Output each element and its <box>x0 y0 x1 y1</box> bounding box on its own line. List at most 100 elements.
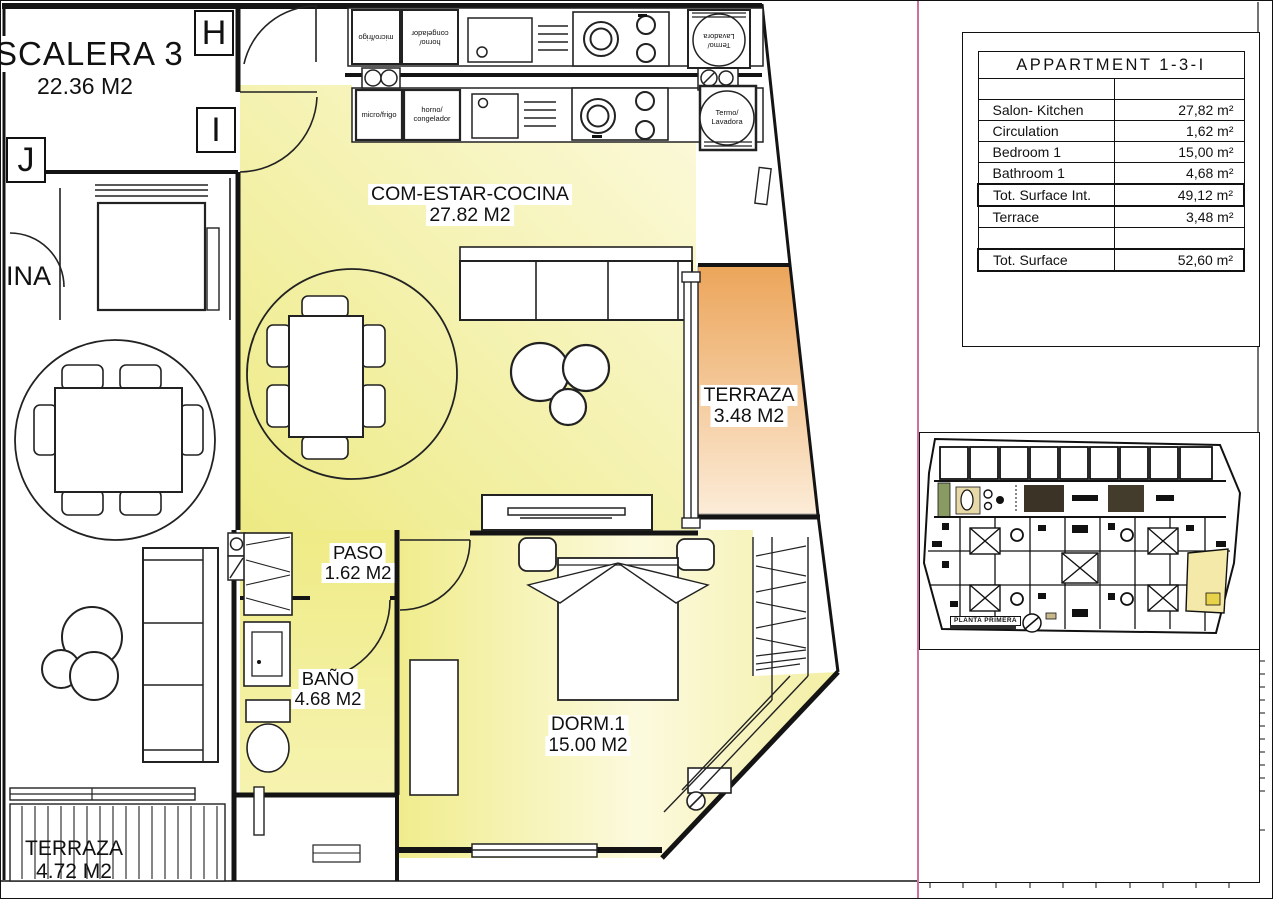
table-row: Bedroom 1 15,00 m² <box>977 141 1245 163</box>
burner <box>583 21 619 57</box>
row-label: Terrace <box>977 205 1115 228</box>
junction-slash <box>688 793 704 809</box>
apartment-title: APPARTMENT 1-3-I <box>977 51 1245 79</box>
nightstand <box>676 538 715 571</box>
shaft-circle <box>229 537 244 551</box>
table-row: Salon- Kitchen 27,82 m² <box>977 99 1245 121</box>
dining-rug <box>246 268 458 480</box>
vent-circle <box>364 69 382 87</box>
neighbor-room-fragment: INA <box>6 261 52 291</box>
row-label: Bedroom 1 <box>977 141 1115 163</box>
row-value: 27,82 m² <box>1114 99 1245 121</box>
keyplan-box: PLANTA PRIMERA <box>919 432 1260 651</box>
dining-chair <box>266 384 292 428</box>
neighbor-chair <box>33 404 58 456</box>
paso-closet <box>243 532 293 616</box>
keyplan-subcaption-bar <box>950 625 1016 629</box>
elevator-car <box>96 201 207 312</box>
cooktop-mark <box>592 135 602 138</box>
fridge-box <box>354 88 404 142</box>
wall-diagonal-right <box>760 3 840 673</box>
vanity-basin <box>251 631 283 677</box>
lower-terrace-label: TERRAZA 4.72 M2 <box>24 837 124 883</box>
termo-rail <box>704 141 752 147</box>
pink-marker-line <box>917 0 919 899</box>
window-cap <box>681 271 701 283</box>
burner <box>589 27 613 51</box>
sofa-seat <box>459 260 693 321</box>
sofa-dividers <box>535 261 679 320</box>
burner <box>635 120 655 140</box>
deck-planks <box>21 806 218 879</box>
oven-box-neighbor <box>401 9 459 65</box>
table-row-total: Tot. Surface 52,60 m² <box>977 248 1245 272</box>
elevator-shaft <box>59 178 231 320</box>
sink-drain <box>477 97 489 109</box>
row-value: 3,48 m² <box>1114 205 1245 228</box>
coffee-table <box>561 343 611 393</box>
neighbor-sofa-lines <box>143 548 204 762</box>
meter-slash <box>702 71 716 85</box>
meter-circle <box>718 70 734 86</box>
oven-label: horno/congelador <box>413 105 451 123</box>
termo-rail <box>692 12 746 18</box>
row-label: Salon- Kitchen <box>977 99 1115 121</box>
elevator-slim <box>206 227 220 311</box>
oven-box <box>402 88 462 142</box>
hatch-zigzag <box>755 545 807 671</box>
termo-drum-neighbor <box>692 13 746 67</box>
row-value: 52,60 m² <box>1114 248 1245 272</box>
neighbor-dining-rug <box>14 339 216 541</box>
fridge-box-neighbor <box>351 9 401 65</box>
keyplan-drawing <box>922 437 1242 635</box>
scalera-area-label: 22.36 M2 <box>34 74 136 99</box>
deck-area <box>9 803 226 882</box>
row-value: 49,12 m² <box>1114 183 1245 207</box>
door-neighbor <box>9 232 65 288</box>
burner <box>586 104 610 128</box>
neighbor-sofa <box>142 547 219 763</box>
frame-ticks <box>929 644 1265 888</box>
oven-label-neighbor: horno/congelador <box>411 29 449 47</box>
toilet-bowl <box>246 723 290 773</box>
vanity-drain <box>257 660 261 664</box>
row-value: 15,00 m² <box>1114 141 1245 163</box>
burner <box>635 91 655 111</box>
drainer-neighbor <box>538 25 568 51</box>
grid-letter-i: I <box>196 107 236 153</box>
neighbor-table <box>54 387 183 493</box>
row-label: Circulation <box>977 120 1115 142</box>
fridge-label: micro/frigo <box>361 109 397 119</box>
tv <box>507 507 626 516</box>
vent-circle <box>380 69 398 87</box>
washer-label-neighbor: Termo/Lavadora <box>703 32 735 50</box>
table-row: Bathroom 1 4,68 m² <box>977 162 1245 185</box>
door-entrance <box>239 91 318 173</box>
burner <box>636 43 656 63</box>
table-row: Terrace 3,48 m² <box>977 205 1245 228</box>
lower-empty-frame <box>917 649 1260 883</box>
neighbor-window-lines <box>10 788 195 800</box>
hatch-diagonals <box>663 675 809 813</box>
burner <box>580 98 616 134</box>
washer-label: Termo/Lavadora <box>711 108 743 126</box>
window-cap <box>681 517 701 529</box>
wardrobe <box>409 659 459 796</box>
nightstand <box>518 537 557 572</box>
table-title-row: APPARTMENT 1-3-I <box>977 51 1245 79</box>
utility-column <box>253 786 265 836</box>
row-value: 1,62 m² <box>1114 120 1245 142</box>
table-row: Circulation 1,62 m² <box>977 120 1245 142</box>
table-spacer-row <box>977 227 1245 250</box>
row-label: Tot. Surface Int. <box>977 183 1115 207</box>
bed-sheet-fold <box>617 562 710 604</box>
table-row-total-int: Tot. Surface Int. 49,12 m² <box>977 183 1245 207</box>
neighbor-chair <box>119 364 162 391</box>
